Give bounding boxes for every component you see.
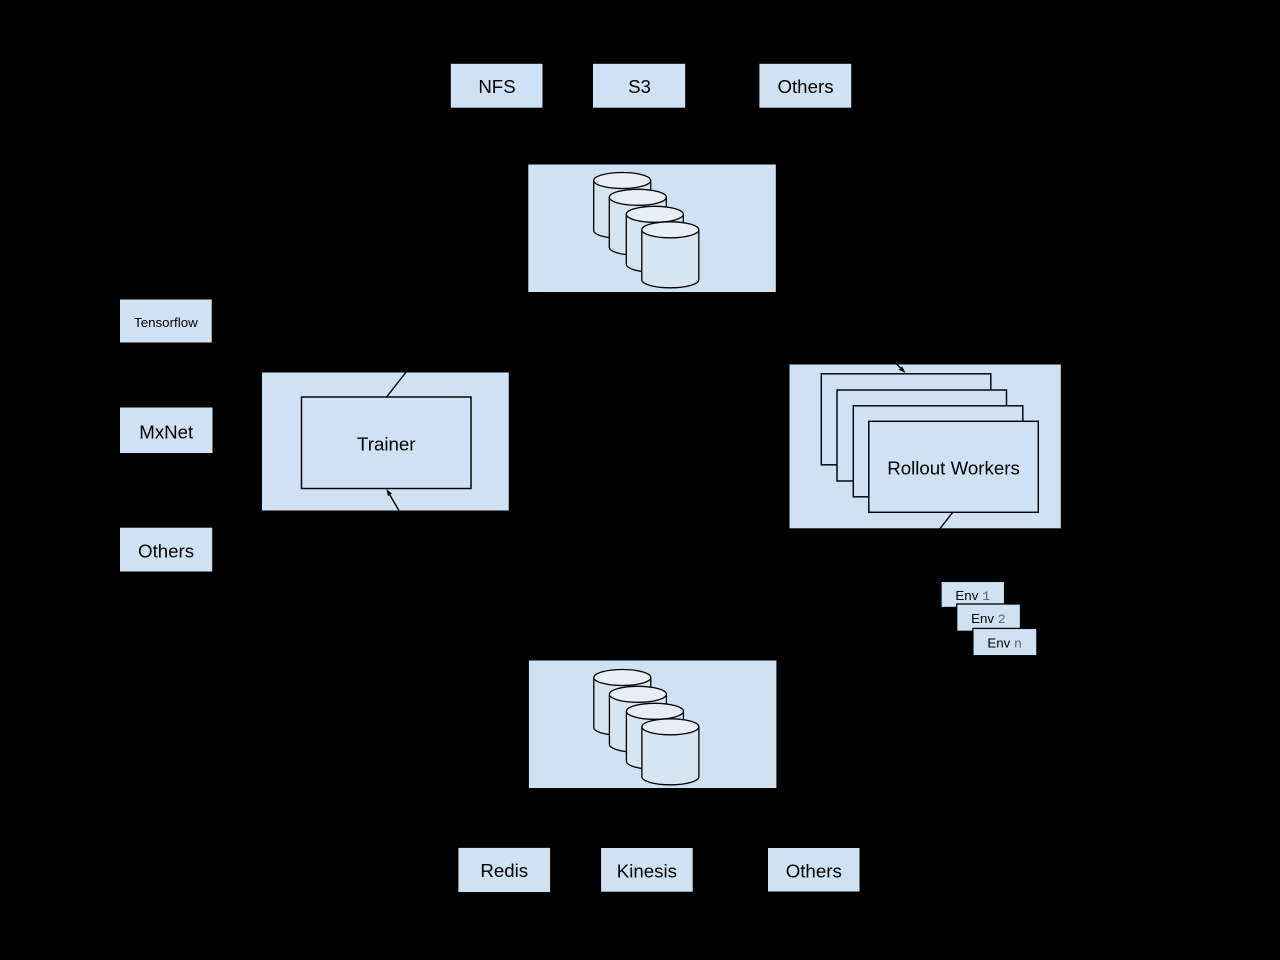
svg-text:Env n: Env n [987, 635, 1022, 652]
svg-text:NFS: NFS [478, 76, 515, 97]
svg-text:Redis: Redis [480, 860, 528, 881]
svg-text:Others: Others [786, 860, 842, 881]
svg-text:Tensorflow: Tensorflow [134, 315, 198, 330]
svg-text:Others: Others [138, 540, 194, 561]
svg-text:Env 1: Env 1 [955, 588, 990, 605]
svg-text:S3: S3 [628, 76, 651, 97]
svg-text:MxNet: MxNet [139, 421, 194, 442]
svg-text:Rollout Workers: Rollout Workers [887, 457, 1020, 478]
svg-text:Others: Others [777, 76, 833, 97]
svg-text:Trainer: Trainer [357, 433, 416, 454]
svg-text:Env 2: Env 2 [971, 611, 1006, 628]
svg-text:Kinesis: Kinesis [617, 860, 677, 881]
